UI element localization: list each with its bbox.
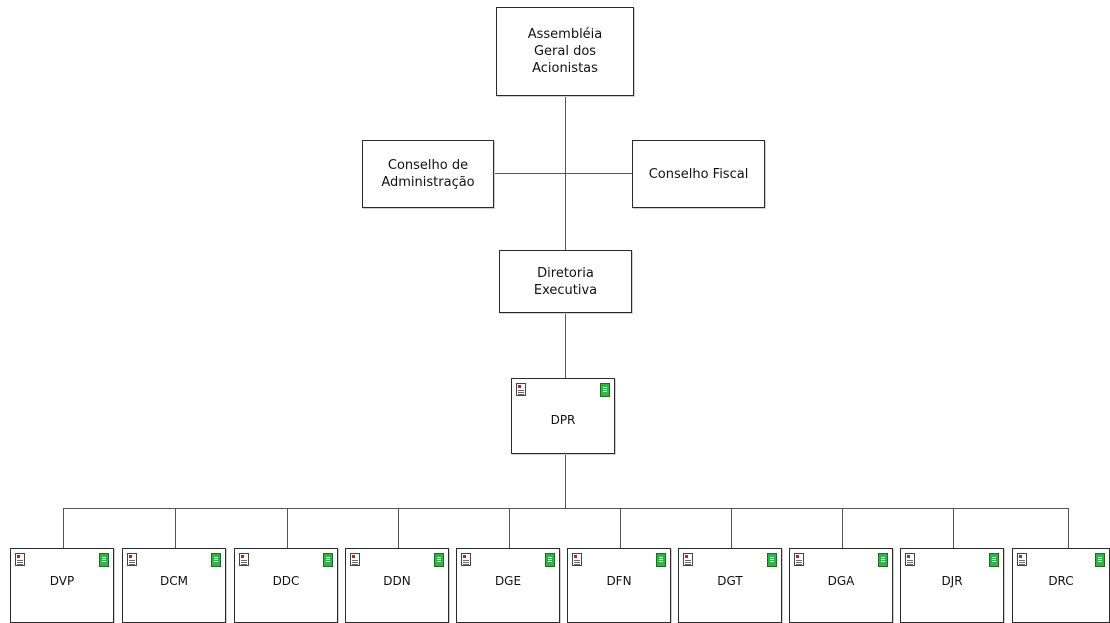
document-icon	[350, 553, 360, 566]
connector-unit-drop	[287, 508, 288, 548]
unit-label: DGE	[494, 574, 522, 588]
conselho-fiscal-box[interactable]: Conselho Fiscal	[632, 140, 765, 208]
unit-label: DDC	[272, 574, 300, 588]
note-icon	[767, 553, 777, 567]
conselho-fiscal-label: Conselho Fiscal	[648, 166, 749, 182]
note-icon	[878, 553, 888, 567]
connector-unit-drop	[953, 508, 954, 548]
unit-label: DFN	[606, 574, 632, 588]
note-icon	[1095, 553, 1105, 567]
connector-unit-drop	[1068, 508, 1069, 548]
note-icon	[545, 553, 555, 567]
document-icon	[461, 553, 471, 566]
unit-box-dvp[interactable]: DVP	[10, 548, 114, 623]
conselho-administracao-box[interactable]: Conselho de Administração	[362, 140, 494, 208]
connector-unit-drop	[398, 508, 399, 548]
document-icon	[1017, 553, 1027, 566]
unit-label: DGT	[717, 574, 743, 588]
conselho-administracao-label: Conselho de Administração	[381, 158, 475, 190]
connector-unit-drop	[175, 508, 176, 548]
connector-dpr-to-units	[565, 454, 566, 508]
document-icon	[905, 553, 915, 566]
unit-box-dga[interactable]: DGA	[789, 548, 893, 623]
document-icon	[794, 553, 804, 566]
note-icon	[99, 553, 109, 567]
connector-councils-horizontal	[494, 173, 632, 174]
unit-label: DCM	[160, 574, 188, 588]
note-icon	[434, 553, 444, 567]
unit-label: DVP	[49, 574, 75, 588]
diretoria-executiva-label: Diretoria Executiva	[533, 265, 598, 298]
unit-label: DGA	[827, 574, 855, 588]
note-icon	[211, 553, 221, 567]
dpr-label: DPR	[550, 413, 576, 427]
note-icon	[989, 553, 999, 567]
unit-box-dgt[interactable]: DGT	[678, 548, 782, 623]
document-icon	[239, 553, 249, 566]
unit-label: DRC	[1048, 574, 1074, 588]
connector-unit-drop	[731, 508, 732, 548]
unit-box-dfn[interactable]: DFN	[567, 548, 671, 623]
unit-label: DJR	[941, 574, 963, 588]
unit-box-dge[interactable]: DGE	[456, 548, 560, 623]
connector-unit-drop	[842, 508, 843, 548]
connector-unit-drop	[620, 508, 621, 548]
dpr-box[interactable]: DPR	[511, 378, 615, 454]
unit-box-drc[interactable]: DRC	[1012, 548, 1110, 623]
connector-units-horizontal	[63, 508, 1069, 509]
unit-label: DDN	[383, 574, 411, 588]
document-icon	[683, 553, 693, 566]
unit-box-dcm[interactable]: DCM	[122, 548, 226, 623]
note-icon	[600, 383, 610, 397]
connector-diretoria-to-dpr	[565, 313, 566, 378]
connector-unit-drop	[63, 508, 64, 548]
note-icon	[323, 553, 333, 567]
unit-box-ddc[interactable]: DDC	[234, 548, 338, 623]
unit-box-ddn[interactable]: DDN	[345, 548, 449, 623]
connector-unit-drop	[509, 508, 510, 548]
note-icon	[656, 553, 666, 567]
document-icon	[15, 553, 25, 566]
assembleia-box[interactable]: Assembléia Geral dos Acionistas	[496, 7, 634, 96]
document-icon	[516, 383, 526, 396]
diretoria-executiva-box[interactable]: Diretoria Executiva	[499, 250, 632, 313]
document-icon	[572, 553, 582, 566]
document-icon	[127, 553, 137, 566]
unit-box-djr[interactable]: DJR	[900, 548, 1004, 623]
assembleia-label: Assembléia Geral dos Acionistas	[527, 27, 603, 76]
